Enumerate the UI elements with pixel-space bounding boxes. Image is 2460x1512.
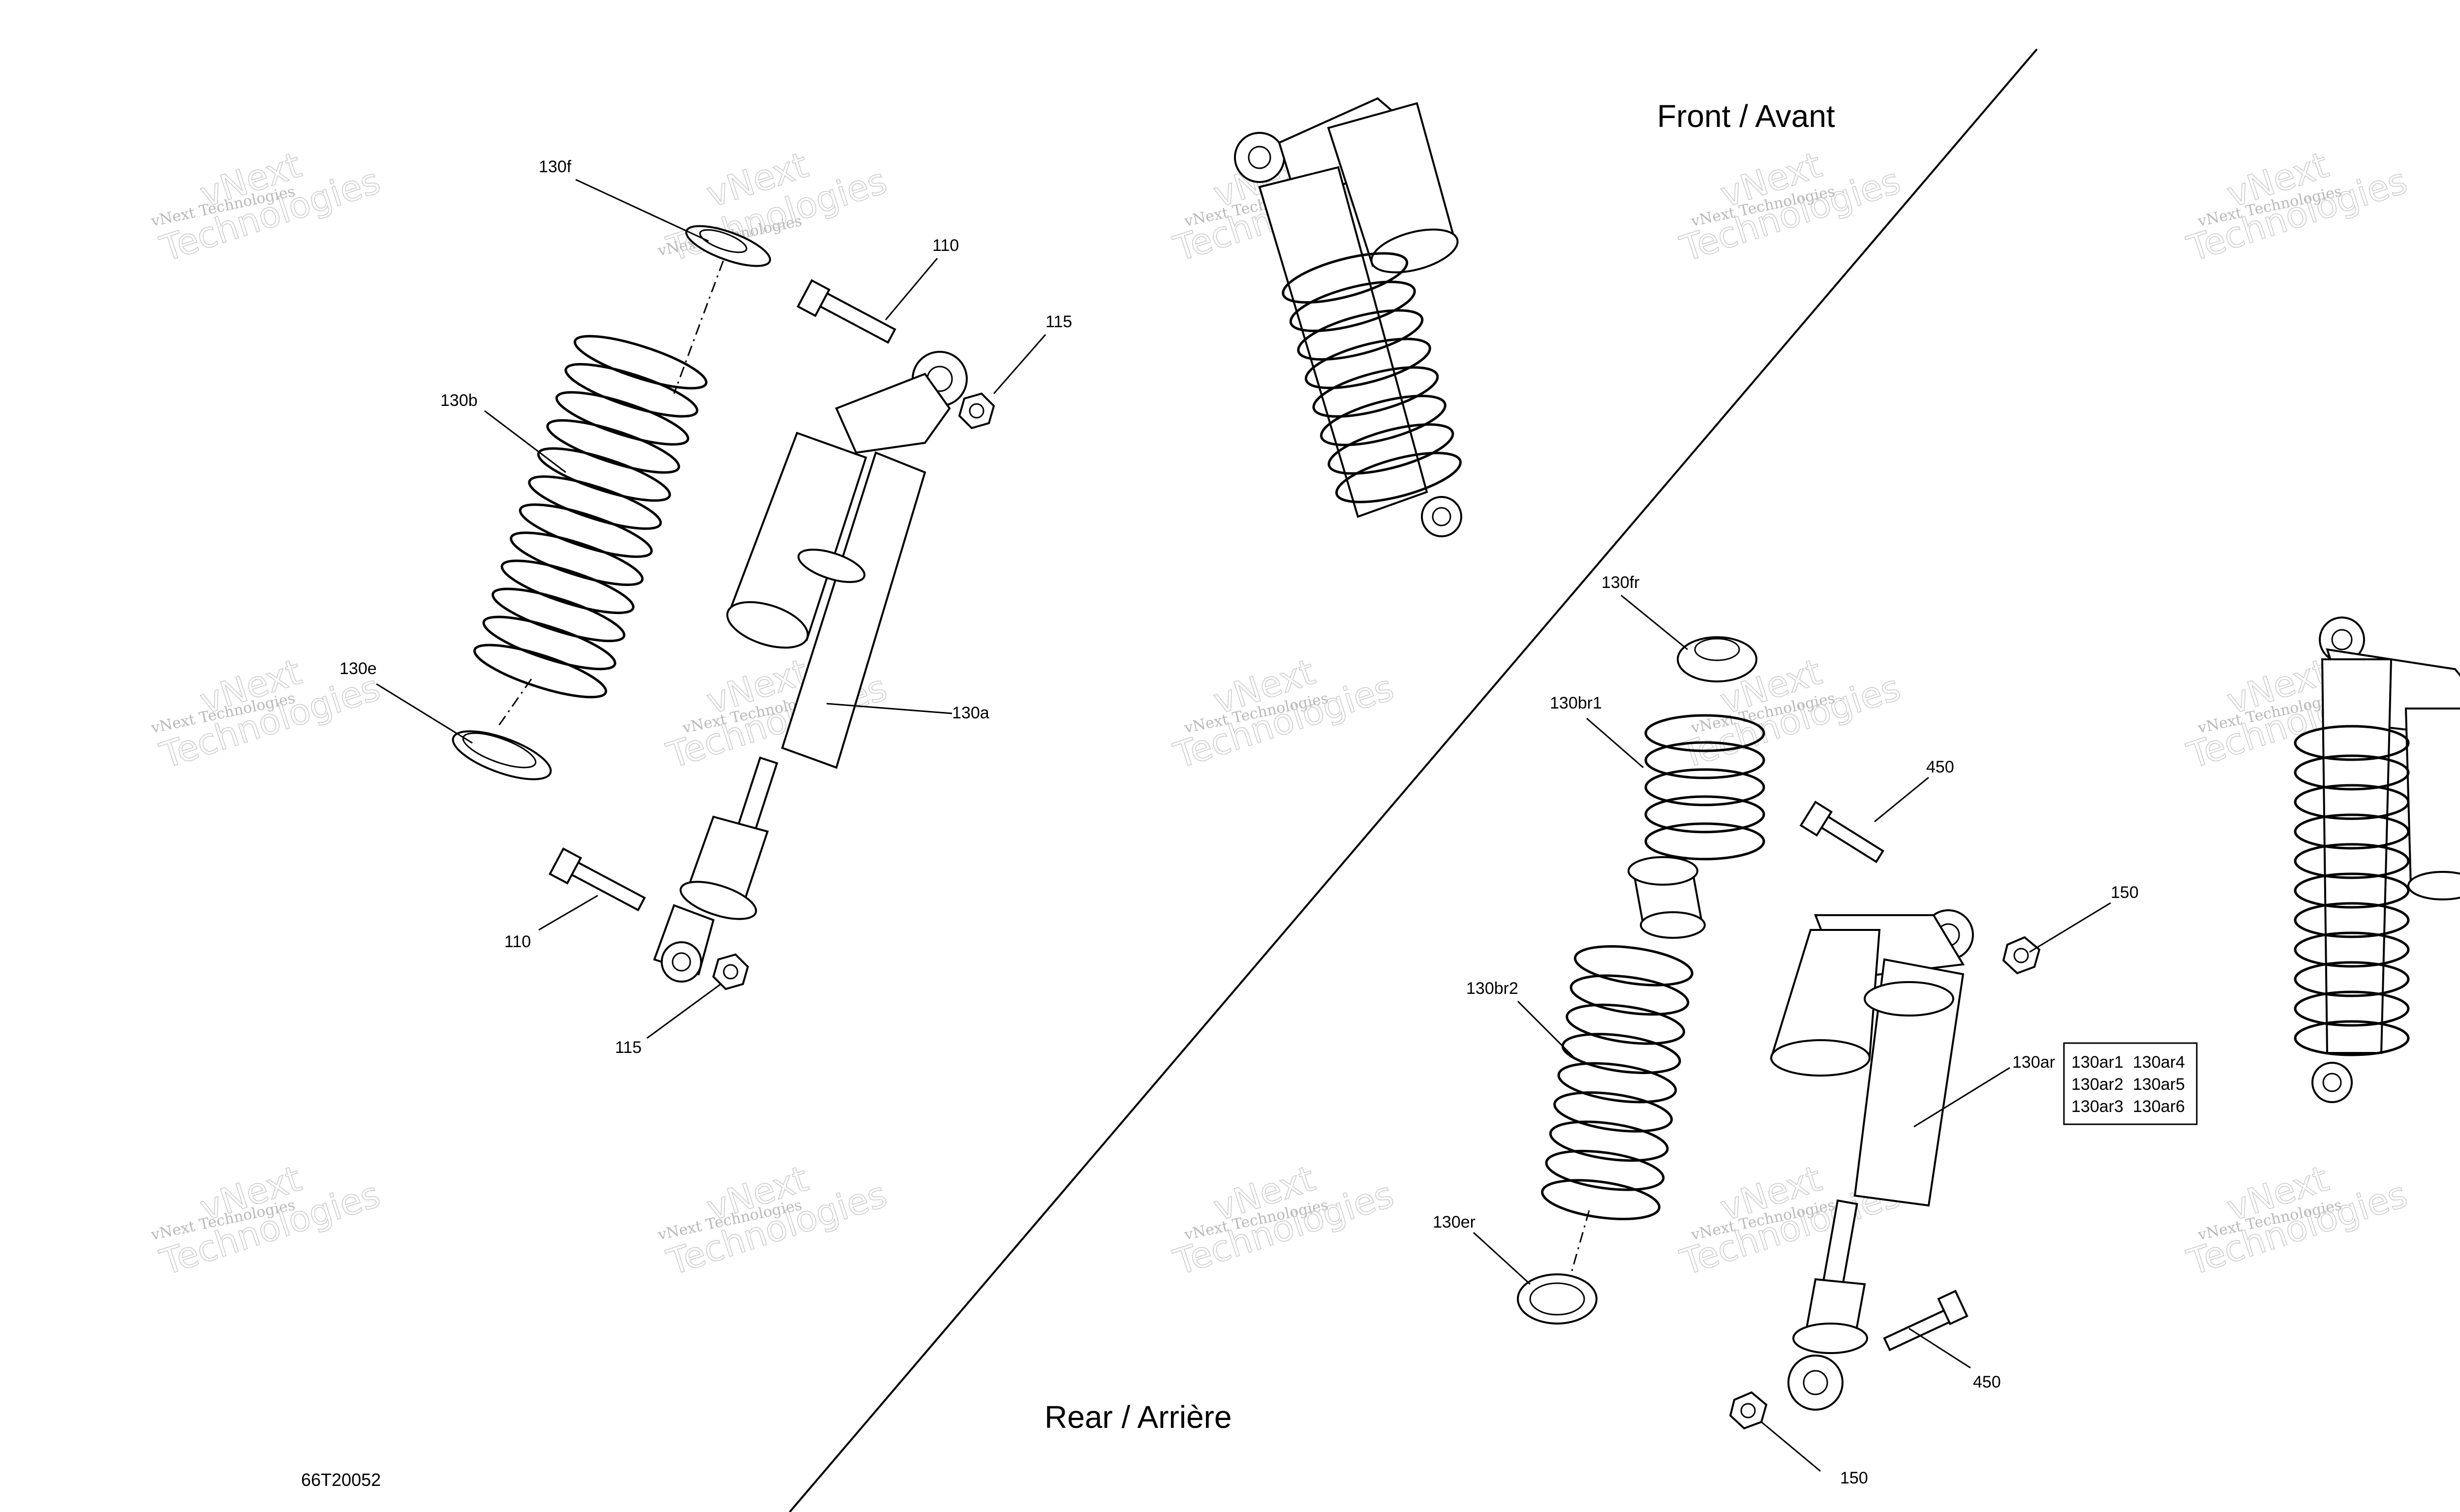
callout-130f: 130f bbox=[539, 157, 572, 176]
front-assembled-shock bbox=[1234, 97, 1462, 537]
part-110-bolt-bottom bbox=[549, 847, 646, 912]
section-divider bbox=[789, 48, 2038, 1512]
variant-130ar5: 130ar5 bbox=[2133, 1075, 2185, 1094]
part-150-nut-bottom bbox=[1729, 1391, 1768, 1430]
part-130a-shock bbox=[653, 351, 968, 983]
drawing-reference: 66T20052 bbox=[301, 1470, 381, 1490]
part-130ar-shock bbox=[1770, 909, 1974, 1411]
watermark-outline: vNext Technologies bbox=[662, 1157, 892, 1284]
watermark-outline: vNext Technologies bbox=[662, 144, 892, 270]
callout-130b: 130b bbox=[440, 391, 478, 410]
variant-130ar1: 130ar1 bbox=[2071, 1053, 2123, 1072]
part-spacer bbox=[1628, 856, 1706, 939]
variant-130ar6: 130ar6 bbox=[2133, 1097, 2185, 1116]
watermark-outline: vNext Technologies bbox=[155, 1157, 385, 1284]
leader-130a bbox=[826, 703, 953, 714]
leader-130br2 bbox=[1517, 1000, 1575, 1059]
callout-130er: 130er bbox=[1433, 1213, 1476, 1232]
leader-150-bottom bbox=[1761, 1421, 1821, 1472]
part-130er-seat bbox=[1517, 1273, 1598, 1325]
part-110-bolt-top bbox=[797, 279, 896, 344]
callout-150-bottom: 150 bbox=[1840, 1469, 1868, 1487]
leader-115-top bbox=[993, 334, 1046, 394]
callout-110-bottom: 110 bbox=[504, 932, 531, 951]
variants-box: 130ar1 130ar4 130ar2 130ar5 130ar3 130ar… bbox=[2063, 1042, 2198, 1125]
callout-130ar: 130ar bbox=[2012, 1053, 2055, 1072]
watermark-outline: vNext Technologies bbox=[1168, 650, 1399, 777]
part-130br1-spring bbox=[1644, 714, 1765, 861]
variant-130ar2: 130ar2 bbox=[2071, 1075, 2123, 1094]
variant-130ar3: 130ar3 bbox=[2071, 1097, 2123, 1116]
leader-130br1 bbox=[1586, 717, 1644, 769]
leader-110-bottom bbox=[538, 895, 598, 931]
part-115-nut-bottom bbox=[712, 953, 749, 990]
axis-line bbox=[1568, 1210, 1590, 1280]
part-130b-spring bbox=[473, 335, 707, 699]
leader-450-top bbox=[1874, 776, 1929, 823]
section-label-rear: Rear / Arrière bbox=[1045, 1399, 1232, 1435]
rear-assembled-shock bbox=[2294, 617, 2460, 1103]
leader-130f bbox=[575, 179, 709, 242]
callout-450-bottom: 450 bbox=[1973, 1373, 2001, 1391]
callout-130fr: 130fr bbox=[1601, 573, 1640, 592]
leader-130fr bbox=[1621, 594, 1688, 650]
callout-130a: 130a bbox=[952, 704, 989, 722]
callout-150-top: 150 bbox=[2111, 883, 2139, 902]
leader-450-bottom bbox=[1908, 1327, 1971, 1369]
part-130fr-cap bbox=[1677, 636, 1757, 682]
callout-130br1: 130br1 bbox=[1550, 694, 1602, 712]
callout-130br2: 130br2 bbox=[1466, 979, 1518, 998]
part-450-bolt-bottom bbox=[1883, 1290, 1968, 1352]
callout-130e: 130e bbox=[339, 659, 377, 678]
callout-115-top: 115 bbox=[1046, 312, 1072, 331]
part-115-nut-top bbox=[958, 392, 995, 430]
callout-115-bottom: 115 bbox=[615, 1038, 642, 1057]
variant-130ar4: 130ar4 bbox=[2133, 1053, 2185, 1072]
callout-110-top: 110 bbox=[932, 236, 959, 255]
leader-130er bbox=[1473, 1232, 1531, 1285]
leader-115-bottom bbox=[646, 983, 721, 1039]
leader-130ar bbox=[1913, 1067, 2010, 1128]
callout-450-top: 450 bbox=[1926, 758, 1954, 776]
axis-line bbox=[496, 679, 532, 729]
watermark-outline: vNext Technologies bbox=[2182, 1157, 2412, 1284]
part-150-nut-top bbox=[2002, 936, 2041, 975]
watermark-outline: vNext Technologies bbox=[155, 144, 385, 270]
part-450-bolt-top bbox=[1799, 801, 1884, 864]
leader-150-top bbox=[2029, 902, 2111, 953]
part-130br2-spring bbox=[1541, 945, 1693, 1221]
axis-line bbox=[673, 260, 724, 394]
leader-130b bbox=[484, 410, 566, 473]
watermark-outline: vNext Technologies bbox=[2182, 144, 2412, 270]
section-label-front: Front / Avant bbox=[1657, 98, 1835, 134]
watermark-outline: vNext Technologies bbox=[155, 650, 385, 777]
leader-110-top bbox=[885, 258, 938, 320]
leader-130e bbox=[376, 683, 473, 744]
watermark-outline: vNext Technologies bbox=[1168, 1157, 1399, 1284]
part-130e-seat bbox=[452, 730, 552, 780]
